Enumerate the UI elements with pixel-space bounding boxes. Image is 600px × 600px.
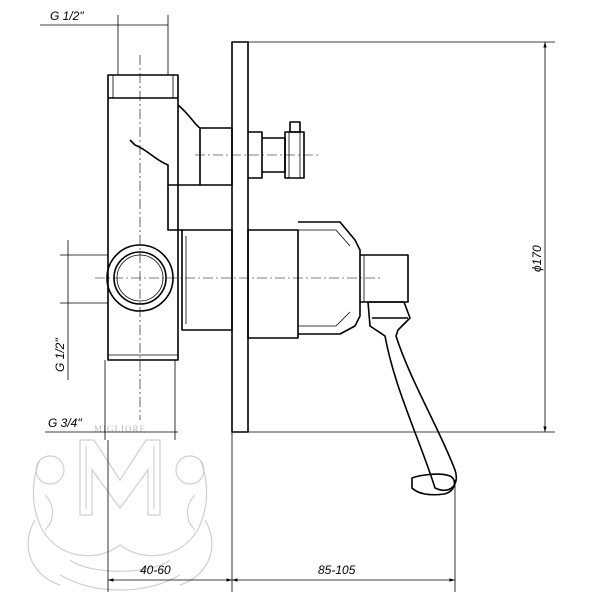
- dim-body-depth: 40-60: [107, 432, 233, 592]
- watermark-monogram: [27, 439, 213, 591]
- handle-projection-label: 85-105: [318, 563, 356, 577]
- top-thread-label: G 1/2": [50, 9, 84, 23]
- plate-diameter-label: ϕ170: [530, 245, 544, 272]
- watermark-brand-text: MIGLIORE: [94, 424, 146, 434]
- dim-top-thread: G 1/2": [40, 9, 169, 75]
- valve-body: [107, 74, 201, 361]
- watermark: MIGLIORE: [27, 424, 213, 591]
- cartridge-housing: [181, 229, 233, 331]
- dim-bottom-thread: G 3/4": [45, 360, 178, 440]
- handle-bonnet: [247, 221, 409, 339]
- wall-plate: [231, 41, 249, 433]
- bottom-thread-label: G 3/4": [48, 416, 82, 430]
- centerlines: [95, 55, 380, 420]
- dim-plate-diameter: ϕ170: [248, 41, 555, 433]
- diverter-spindle: [200, 121, 305, 186]
- lever-handle: [367, 301, 457, 496]
- side-thread-label: G 1/2": [53, 338, 67, 372]
- dim-handle-projection: 85-105: [232, 480, 456, 592]
- dim-side-thread: G 1/2": [53, 240, 108, 380]
- side-outlet: [106, 244, 174, 312]
- body-depth-label: 40-60: [140, 563, 171, 577]
